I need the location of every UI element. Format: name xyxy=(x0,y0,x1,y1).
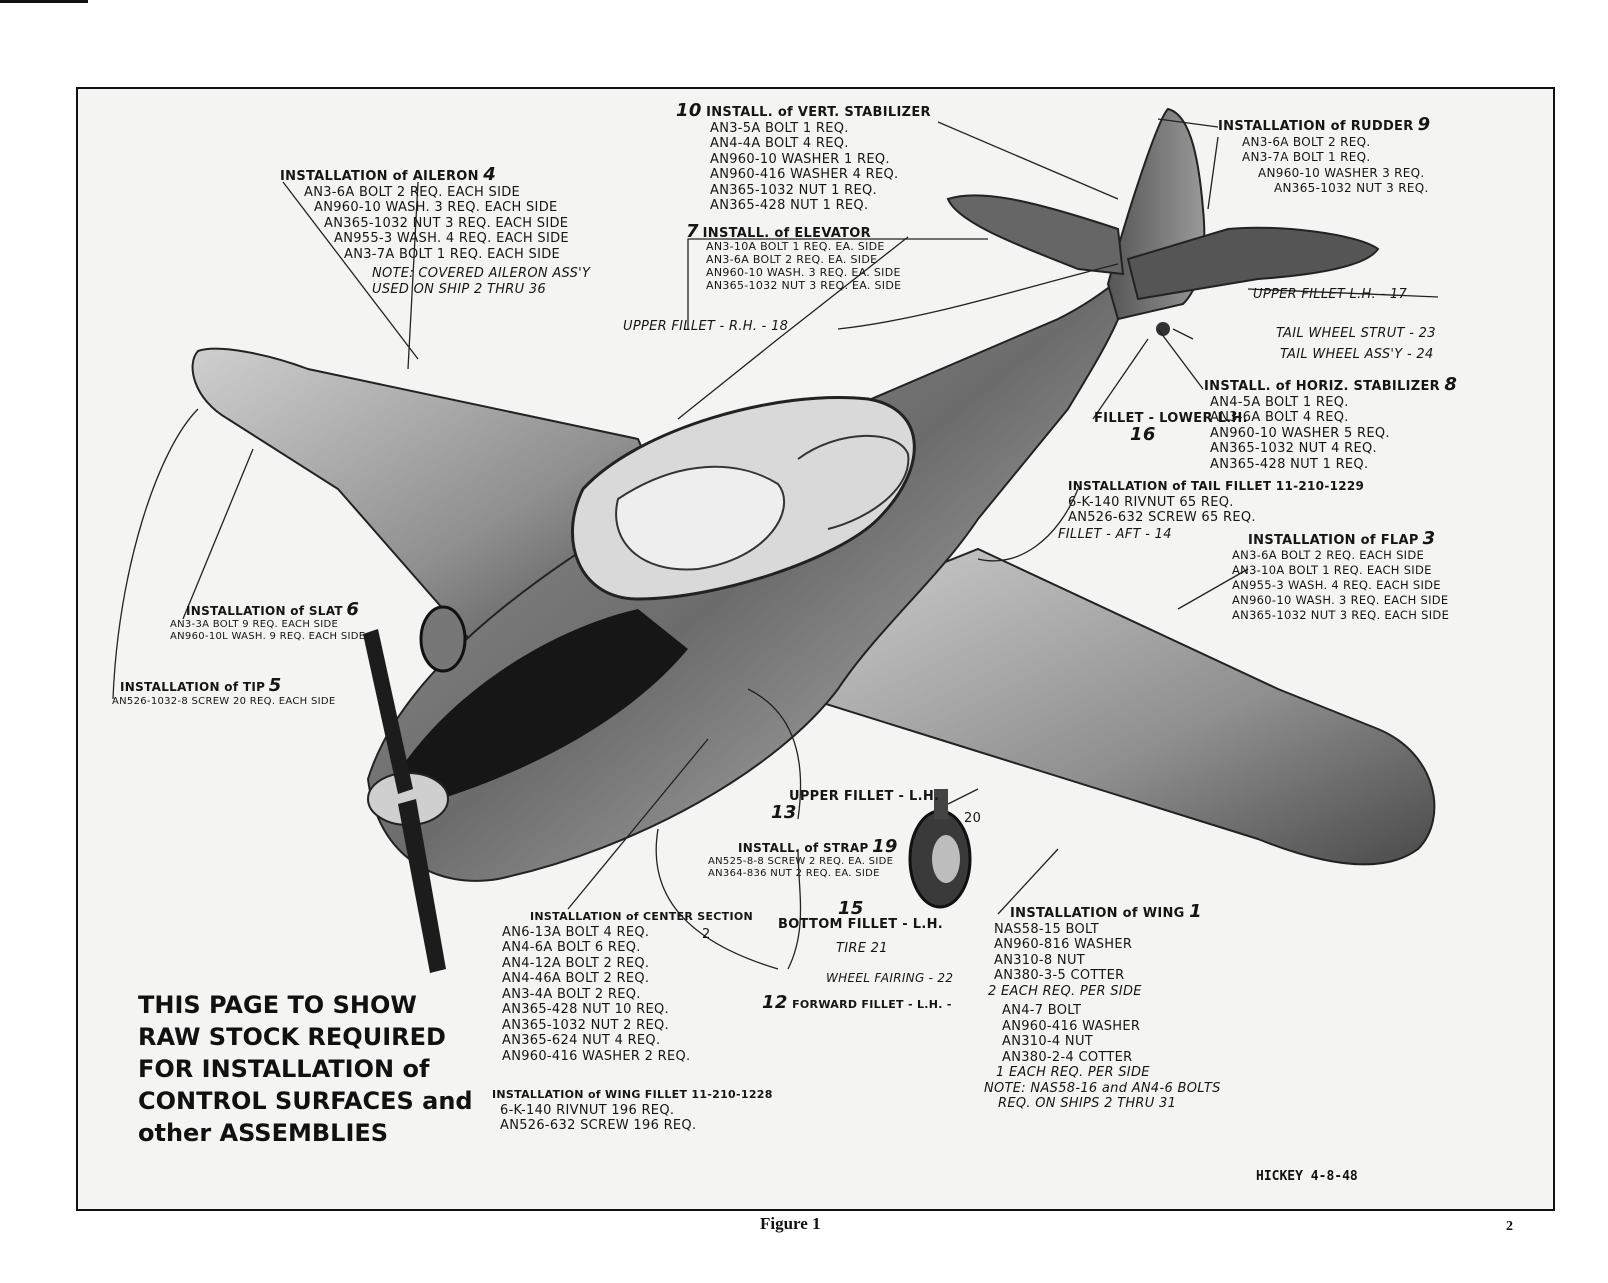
figure-caption: Figure 1 xyxy=(760,1214,821,1233)
label-vert-stabilizer: 10 INSTALL. of VERT. STABILIZER AN3-5A B… xyxy=(676,100,931,214)
label-fillet-lower-lh: FILLET - LOWER L.H. 16 xyxy=(1094,411,1248,445)
label-flap: INSTALLATION of FLAP 3 AN3-6A BOLT 2 REQ… xyxy=(1232,528,1450,623)
left-elevator xyxy=(946,194,1125,276)
label-wing: INSTALLATION of WING 1 NAS58-15 BOLT AN9… xyxy=(984,901,1221,1112)
label-forward-fillet: 12 FORWARD FILLET - L.H. - xyxy=(762,992,952,1013)
label-slat: INSTALLATION of SLAT 6 AN3-3A BOLT 9 REQ… xyxy=(170,599,366,643)
label-center-num: 2 xyxy=(702,927,711,942)
right-wheel xyxy=(932,835,960,883)
propeller-lower xyxy=(398,799,446,973)
label-center-section: INSTALLATION of CENTER SECTION AN6-13A B… xyxy=(502,910,753,1064)
left-wheel xyxy=(419,605,467,673)
figure-frame: 10 INSTALL. of VERT. STABILIZER AN3-5A B… xyxy=(76,87,1555,1211)
label-upper-fillet-lh-17: UPPER FILLET L.H. - 17 xyxy=(1253,287,1408,302)
tail-wheel xyxy=(1156,322,1170,336)
label-tail-fillet: INSTALLATION of TAIL FILLET 11-210-1229 … xyxy=(1068,479,1365,525)
label-tip: INSTALLATION of TIP 5 AN526-1032-8 SCREW… xyxy=(112,675,336,708)
corner-mark xyxy=(0,0,88,3)
label-aileron: INSTALLATION of AILERON 4 AN3-6A BOLT 2 … xyxy=(280,164,591,297)
label-wheel-fairing: WHEEL FAIRING - 22 xyxy=(826,971,954,985)
label-upper-fillet-rh: UPPER FILLET - R.H. - 18 xyxy=(623,319,789,334)
signature: HICKEY 4-8-48 xyxy=(1256,1169,1358,1184)
fuselage-shadow xyxy=(388,609,688,809)
label-elevator: 7 INSTALL. of ELEVATOR AN3-10A BOLT 1 RE… xyxy=(686,221,902,293)
raw-stock-note: THIS PAGE TO SHOW RAW STOCK REQUIRED FOR… xyxy=(138,991,473,1147)
label-wing-fillet: INSTALLATION of WING FILLET 11-210-1228 … xyxy=(492,1088,773,1133)
label-strap: INSTALL. of STRAP 19 AN525-8-8 SCREW 2 R… xyxy=(708,836,898,880)
leader-lines xyxy=(112,118,1439,970)
propeller-upper xyxy=(363,629,413,794)
right-wing xyxy=(777,547,1436,866)
label-tail-wheel-assy: TAIL WHEEL ASS'Y - 24 xyxy=(1280,347,1434,362)
airplane-illustration xyxy=(112,107,1439,973)
label-fillet-aft: FILLET - AFT - 14 xyxy=(1058,527,1172,542)
label-rudder: INSTALLATION of RUDDER 9 AN3-6A BOLT 2 R… xyxy=(1218,114,1431,196)
label-tire: TIRE 21 xyxy=(836,941,888,956)
label-upper-fillet-lh-13: UPPER FILLET - L.H. 13 xyxy=(771,789,940,823)
label-bottom-fillet: 15 BOTTOM FILLET - L.H. xyxy=(778,898,944,932)
right-elevator xyxy=(1126,226,1380,301)
label-tail-wheel-strut: TAIL WHEEL STRUT - 23 xyxy=(1276,326,1436,341)
label-horiz-stabilizer: INSTALL. of HORIZ. STABILIZER 8 AN4-5A B… xyxy=(1204,374,1458,472)
page-number: 2 xyxy=(1506,1219,1513,1234)
label-20: 20 xyxy=(964,811,982,826)
